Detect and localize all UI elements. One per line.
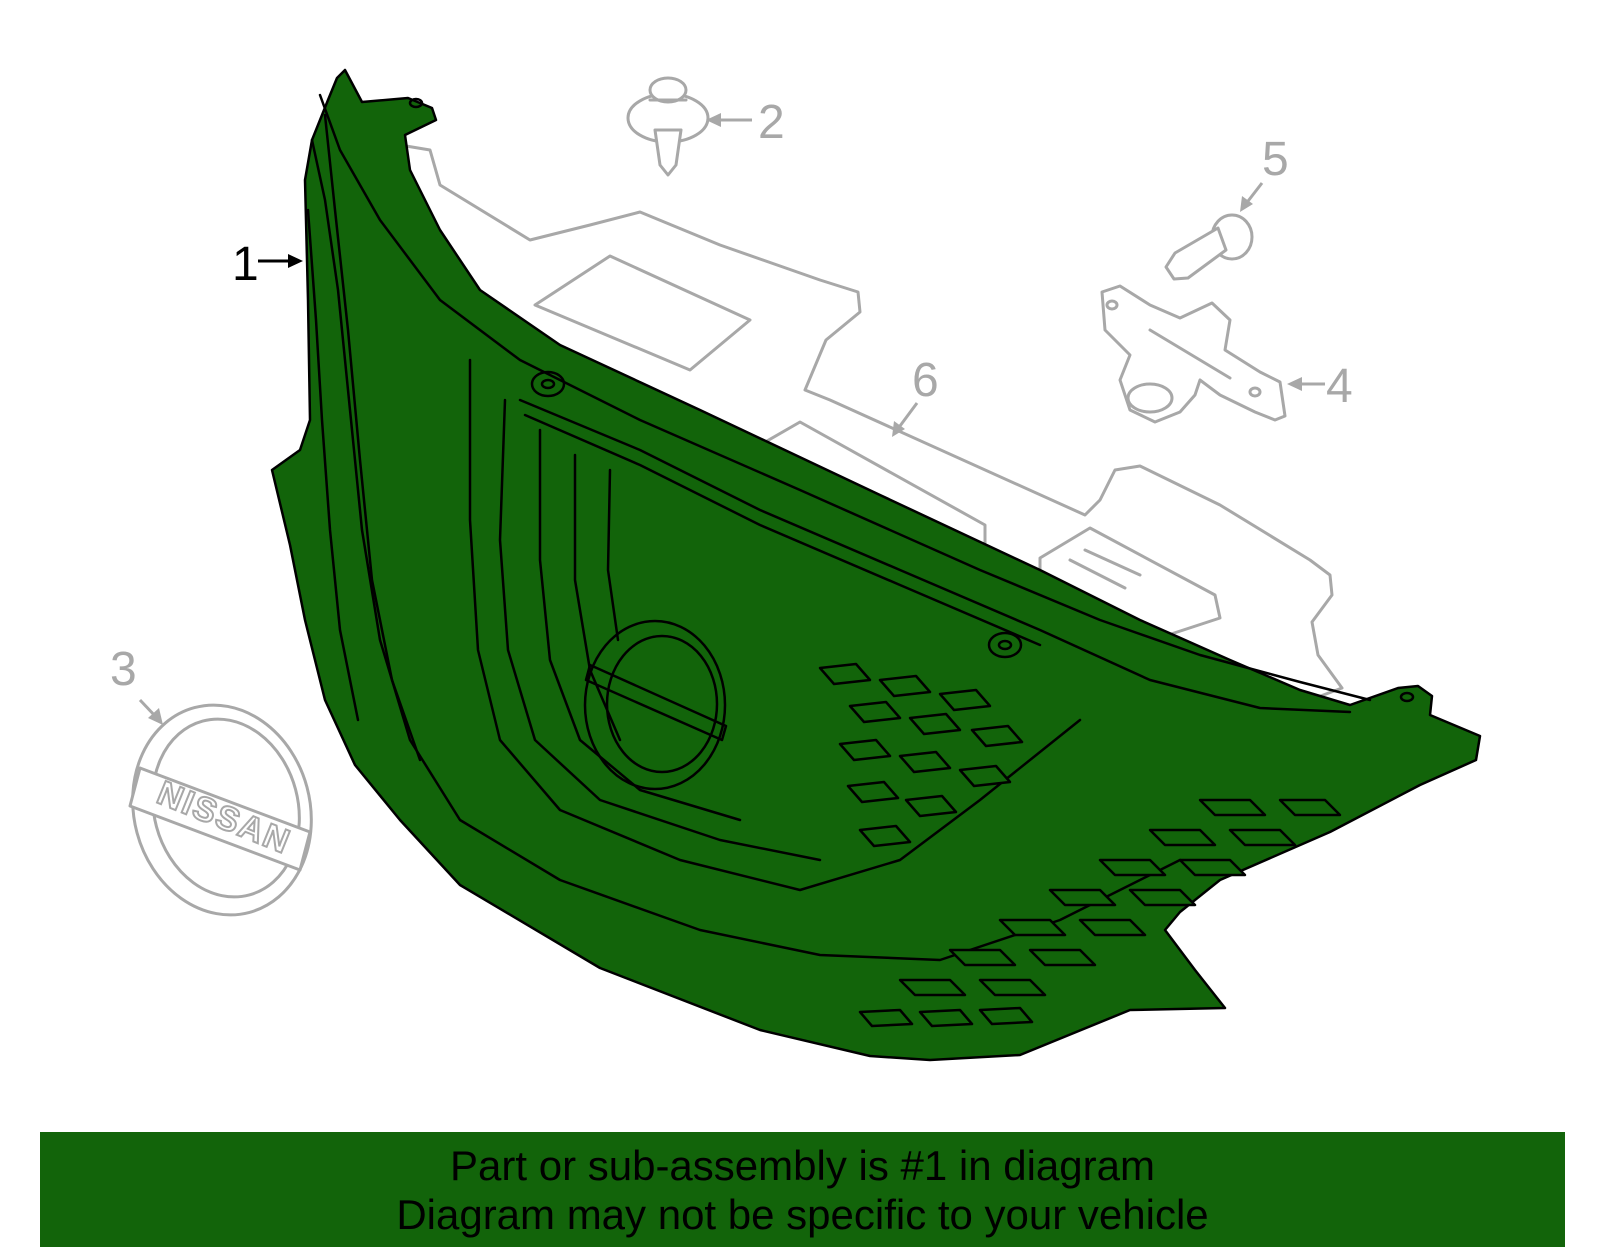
screw-part: [1164, 213, 1254, 281]
banner-line-2: Diagram may not be specific to your vehi…: [396, 1190, 1209, 1238]
banner-line-1: Part or sub-assembly is #1 in diagram: [450, 1141, 1155, 1189]
bracket-part: [1100, 284, 1287, 424]
grille-assembly-part[interactable]: [270, 68, 1482, 1062]
callout-6[interactable]: 6: [912, 354, 939, 407]
callout-1[interactable]: 1: [232, 238, 259, 291]
callout-3[interactable]: 3: [110, 643, 137, 696]
grille-body: [270, 68, 1482, 1062]
info-banner: Part or sub-assembly is #1 in diagram Di…: [40, 1132, 1565, 1247]
leader-arrows: [138, 113, 1325, 725]
emblem-part: NISSAN: [128, 703, 313, 917]
grille-slots-upper: [818, 662, 1024, 848]
callout-2[interactable]: 2: [758, 96, 785, 149]
push-clip-part: [626, 76, 710, 177]
grille-slots-lower: [858, 798, 1342, 1028]
callout-4[interactable]: 4: [1326, 360, 1353, 413]
callout-5[interactable]: 5: [1262, 133, 1289, 186]
callout-labels: 1 2 3 4 5 6: [110, 96, 1353, 696]
